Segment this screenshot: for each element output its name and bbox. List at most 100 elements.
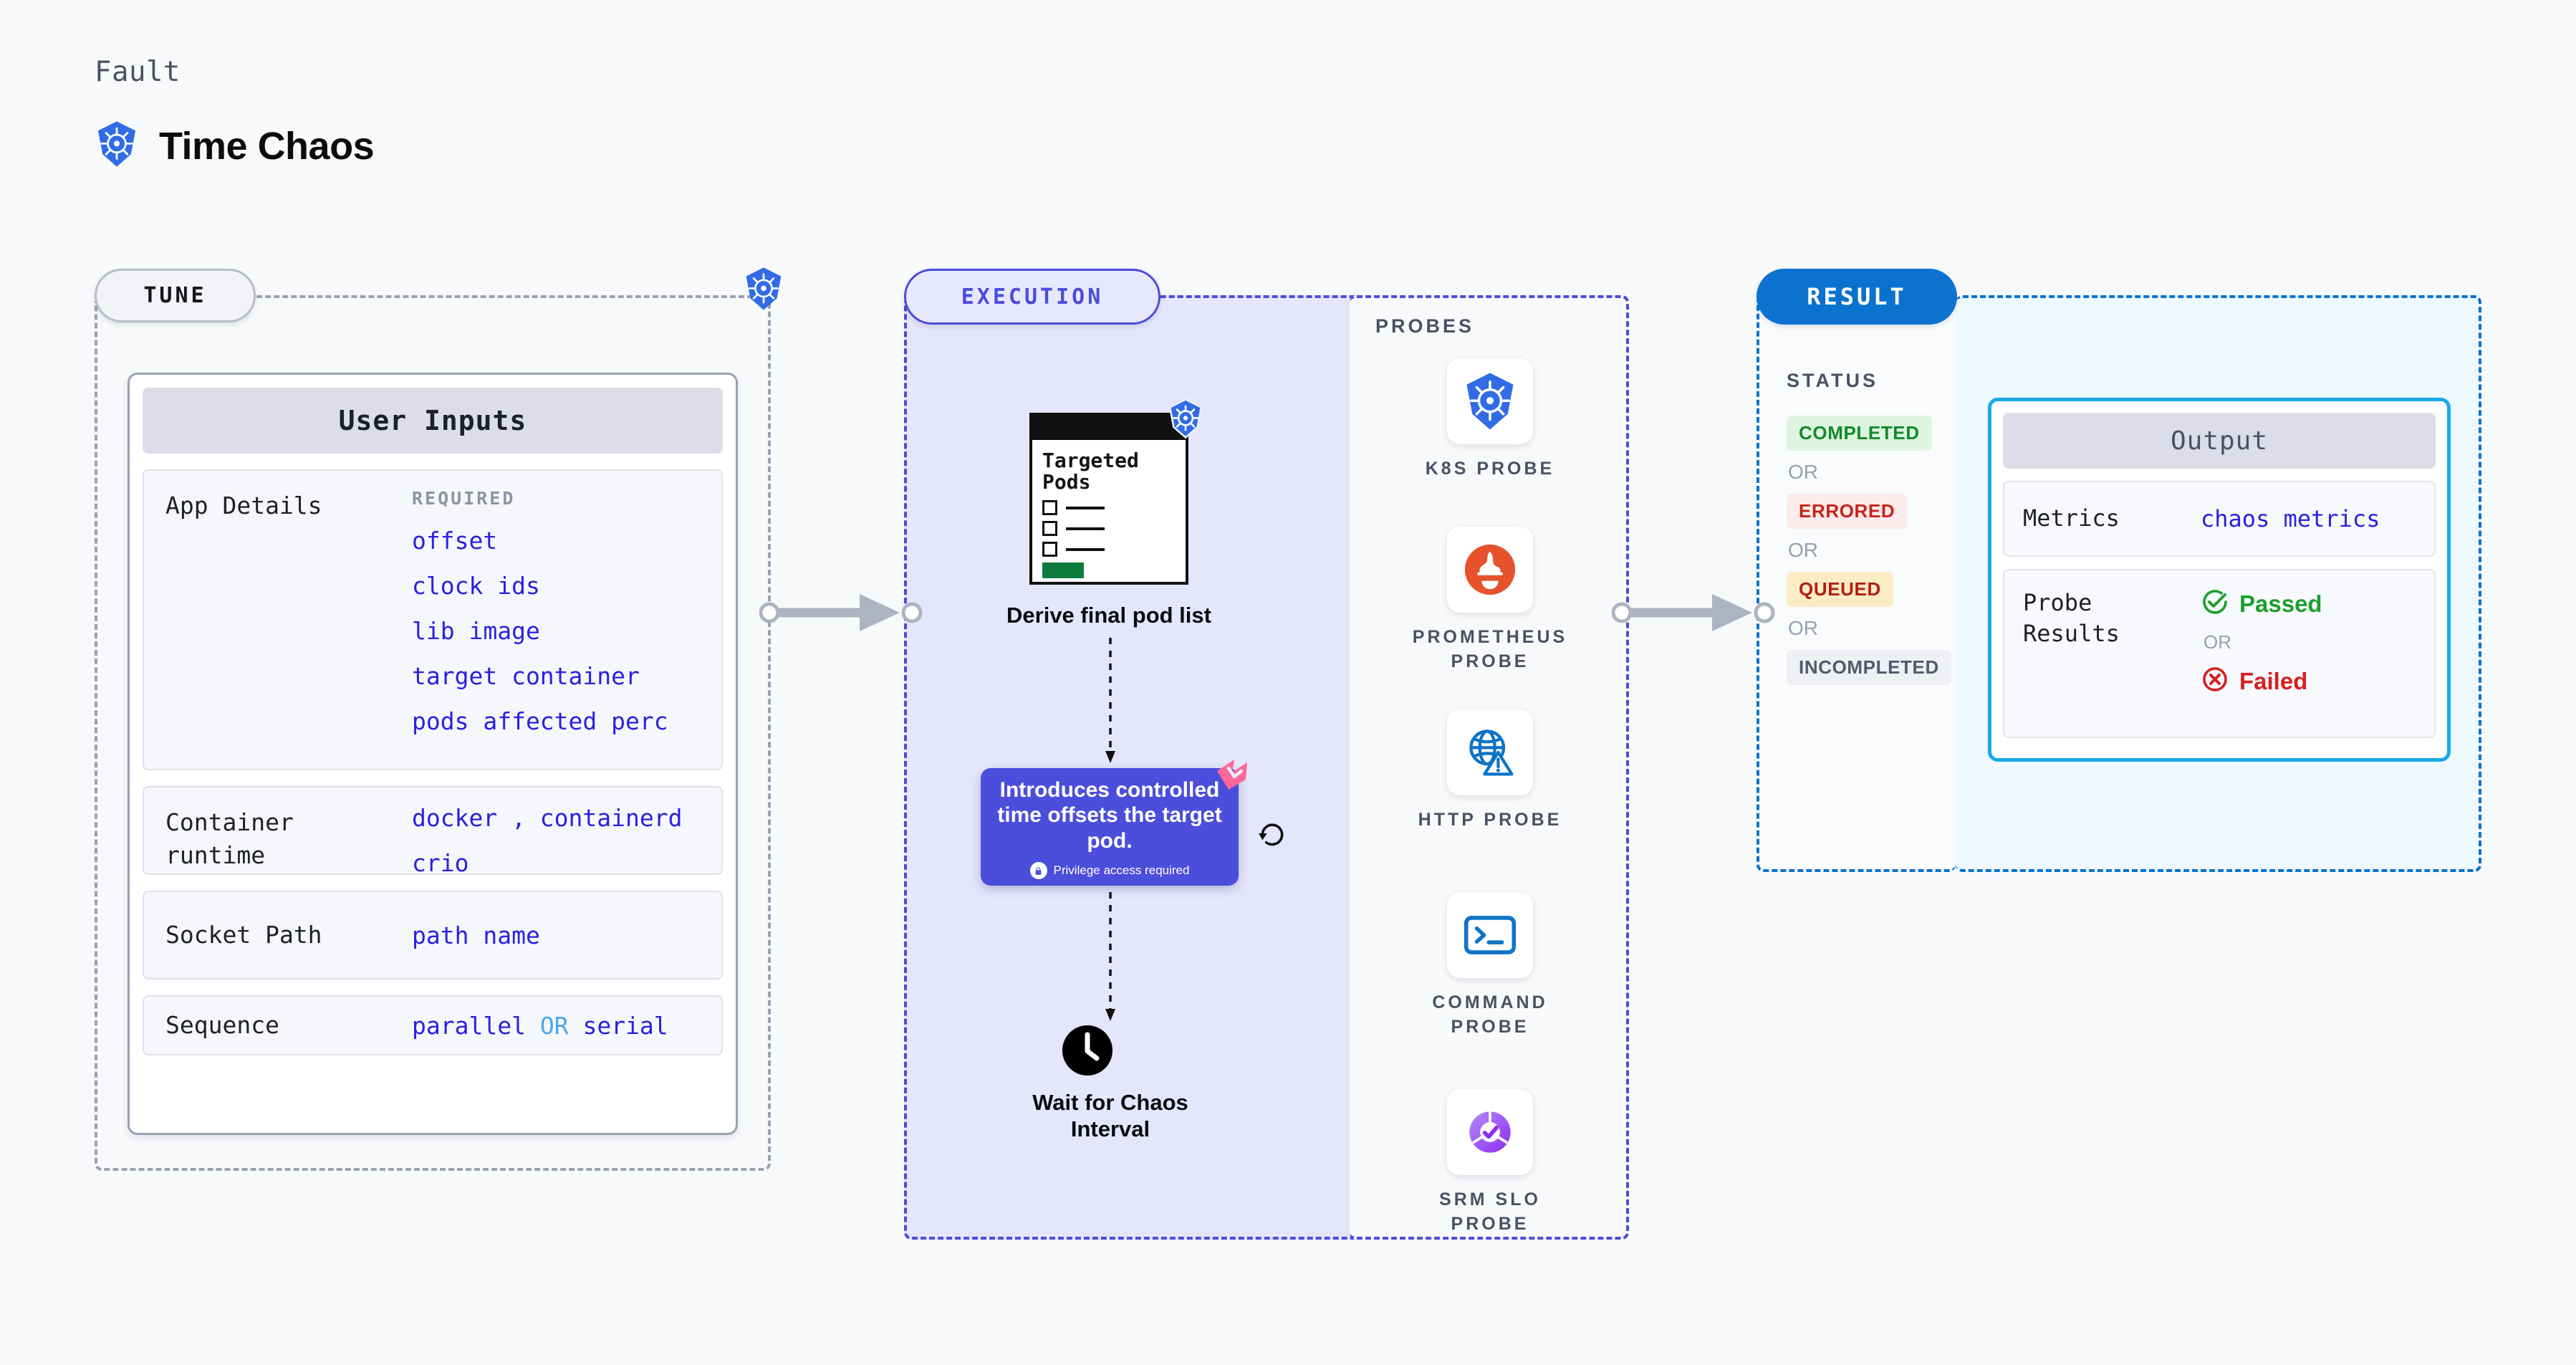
tune-row-label: App Details — [165, 492, 322, 519]
page-header: Time Chaos — [95, 120, 375, 171]
checkbox-icon — [1042, 521, 1057, 537]
output-row-probe-results: Probe Results Passed OR — [2003, 569, 2436, 738]
pod-list-item — [1042, 500, 1176, 516]
placeholder-line — [1066, 547, 1105, 551]
slo-check-icon — [1447, 1089, 1533, 1175]
arrow-tooltip-to-clock — [1105, 892, 1115, 1021]
privilege-note-text: Privilege access required — [1053, 863, 1190, 878]
probe-srm-slo[interactable]: SRM SLO PROBE — [1404, 1089, 1576, 1237]
or-separator: OR — [1788, 617, 1818, 639]
probe-result-failed: Failed — [2201, 665, 2416, 697]
litmus-chaos-icon — [1213, 757, 1251, 798]
tune-row-socket-path: Socket Path path name — [143, 891, 723, 980]
failed-label: Failed — [2239, 667, 2308, 694]
tune-value: parallel — [412, 1011, 526, 1040]
probe-label: COMMAND PROBE — [1432, 992, 1548, 1037]
refresh-icon — [1257, 818, 1287, 852]
arrow-pods-to-tooltip — [1105, 638, 1115, 763]
tune-value: lib image — [412, 617, 540, 645]
probe-label: PROMETHEUS PROBE — [1412, 627, 1568, 671]
caption-line-2: Interval — [1070, 1116, 1150, 1142]
or-separator: OR — [1788, 461, 1818, 483]
output-card: Output Metrics chaos metrics Probe Resul… — [1988, 398, 2451, 762]
x-circle-icon — [2201, 665, 2229, 697]
passed-label: Passed — [2239, 590, 2322, 617]
check-circle-icon — [2201, 588, 2229, 620]
connector-tune-to-execution — [759, 594, 923, 631]
tune-value: path name — [412, 921, 540, 949]
prometheus-icon — [1447, 527, 1533, 613]
checkbox-icon — [1042, 500, 1057, 516]
status-badge-queued: QUEUED — [1787, 572, 1893, 607]
probe-command[interactable]: COMMAND PROBE — [1404, 892, 1576, 1040]
status-badge-errored: ERRORED — [1787, 494, 1908, 529]
output-row-label: Probe Results — [2023, 589, 2120, 648]
probe-prometheus[interactable]: PROMETHEUS PROBE — [1404, 527, 1576, 674]
kubernetes-icon — [743, 267, 784, 315]
placeholder-line — [1066, 506, 1105, 509]
output-title: Output — [2003, 413, 2436, 469]
probe-result-passed: Passed — [2201, 588, 2416, 620]
user-inputs-title: User Inputs — [143, 388, 723, 454]
tune-row-label: Container runtime — [165, 808, 294, 869]
terminal-icon — [1447, 892, 1533, 978]
tune-value: clock ids — [412, 572, 540, 600]
probe-k8s[interactable]: K8S PROBE — [1404, 358, 1576, 482]
required-label: REQUIRED — [412, 488, 516, 509]
status-title: STATUS — [1787, 370, 1878, 391]
user-inputs-card: User Inputs App Details REQUIRED offset … — [128, 373, 738, 1135]
tune-row-label: Socket Path — [165, 921, 322, 949]
or-separator: OR — [1788, 539, 1818, 561]
globe-warning-icon — [1447, 709, 1533, 795]
caption-line-1: Wait for Chaos — [1032, 1090, 1188, 1115]
clock-icon — [1062, 1025, 1113, 1080]
tune-section-label: TUNE — [95, 269, 256, 322]
derive-pod-list-caption: Derive final pod list — [1006, 603, 1211, 628]
output-row-metrics: Metrics chaos metrics — [2003, 481, 2436, 557]
card-topbar — [1032, 416, 1186, 440]
probe-http[interactable]: HTTP PROBE — [1404, 709, 1576, 833]
connector-execution-to-result — [1612, 594, 1775, 631]
kubernetes-icon — [95, 120, 139, 171]
output-row-label: Metrics — [2023, 504, 2120, 532]
status-badge-incompleted: INCOMPLETED — [1787, 650, 1951, 685]
pod-list-item — [1042, 521, 1176, 537]
wait-chaos-interval-caption: Wait for Chaos Interval — [960, 1089, 1261, 1142]
lock-icon — [1029, 862, 1047, 880]
fault-description-tooltip: Introduces controlled time offsets the t… — [981, 760, 1247, 886]
tune-section-container — [95, 295, 771, 1171]
kubernetes-icon — [1447, 358, 1533, 444]
targeted-pods-title-1: Targeted — [1042, 449, 1139, 472]
execution-section-label: EXECUTION — [904, 269, 1160, 325]
output-row-value: chaos metrics — [2201, 505, 2380, 532]
tune-value: offset — [412, 527, 498, 555]
or-separator: OR — [2203, 631, 2231, 653]
status-badge-completed: COMPLETED — [1787, 416, 1932, 451]
probe-label: HTTP PROBE — [1418, 810, 1562, 830]
targeted-pods-title-2: Pods — [1042, 470, 1091, 494]
placeholder-line — [1066, 527, 1105, 530]
page-title: Time Chaos — [159, 124, 375, 168]
result-section-label: RESULT — [1756, 269, 1957, 325]
tune-value: crio — [412, 849, 469, 877]
tune-value-or: OR — [539, 1011, 569, 1040]
privilege-note: Privilege access required — [1029, 862, 1190, 880]
targeted-pods-node: Targeted Pods — [1029, 398, 1203, 585]
tune-row-label: Sequence — [165, 1011, 279, 1040]
fault-description-text: Introduces controlled time offsets the t… — [997, 777, 1222, 853]
tune-value: docker , containerd — [412, 804, 683, 832]
progress-bar — [1042, 562, 1084, 579]
page-eyebrow: Fault — [95, 56, 181, 88]
status-list: COMPLETED OR ERRORED OR QUEUED OR INCOMP… — [1787, 416, 1951, 685]
tune-value: pods affected perc — [412, 707, 668, 735]
checkbox-icon — [1042, 542, 1057, 557]
tune-value: target container — [412, 662, 640, 690]
tune-row-app-details: App Details REQUIRED offset clock ids li… — [143, 469, 723, 770]
probe-label: K8S PROBE — [1425, 459, 1555, 479]
tune-row-sequence: Sequence parallel OR serial — [143, 995, 723, 1055]
tune-row-container-runtime: Container runtime docker , containerd cr… — [143, 786, 723, 875]
tune-value: serial — [582, 1011, 668, 1040]
pod-list-item — [1042, 542, 1176, 557]
probes-title: PROBES — [1375, 315, 1475, 337]
